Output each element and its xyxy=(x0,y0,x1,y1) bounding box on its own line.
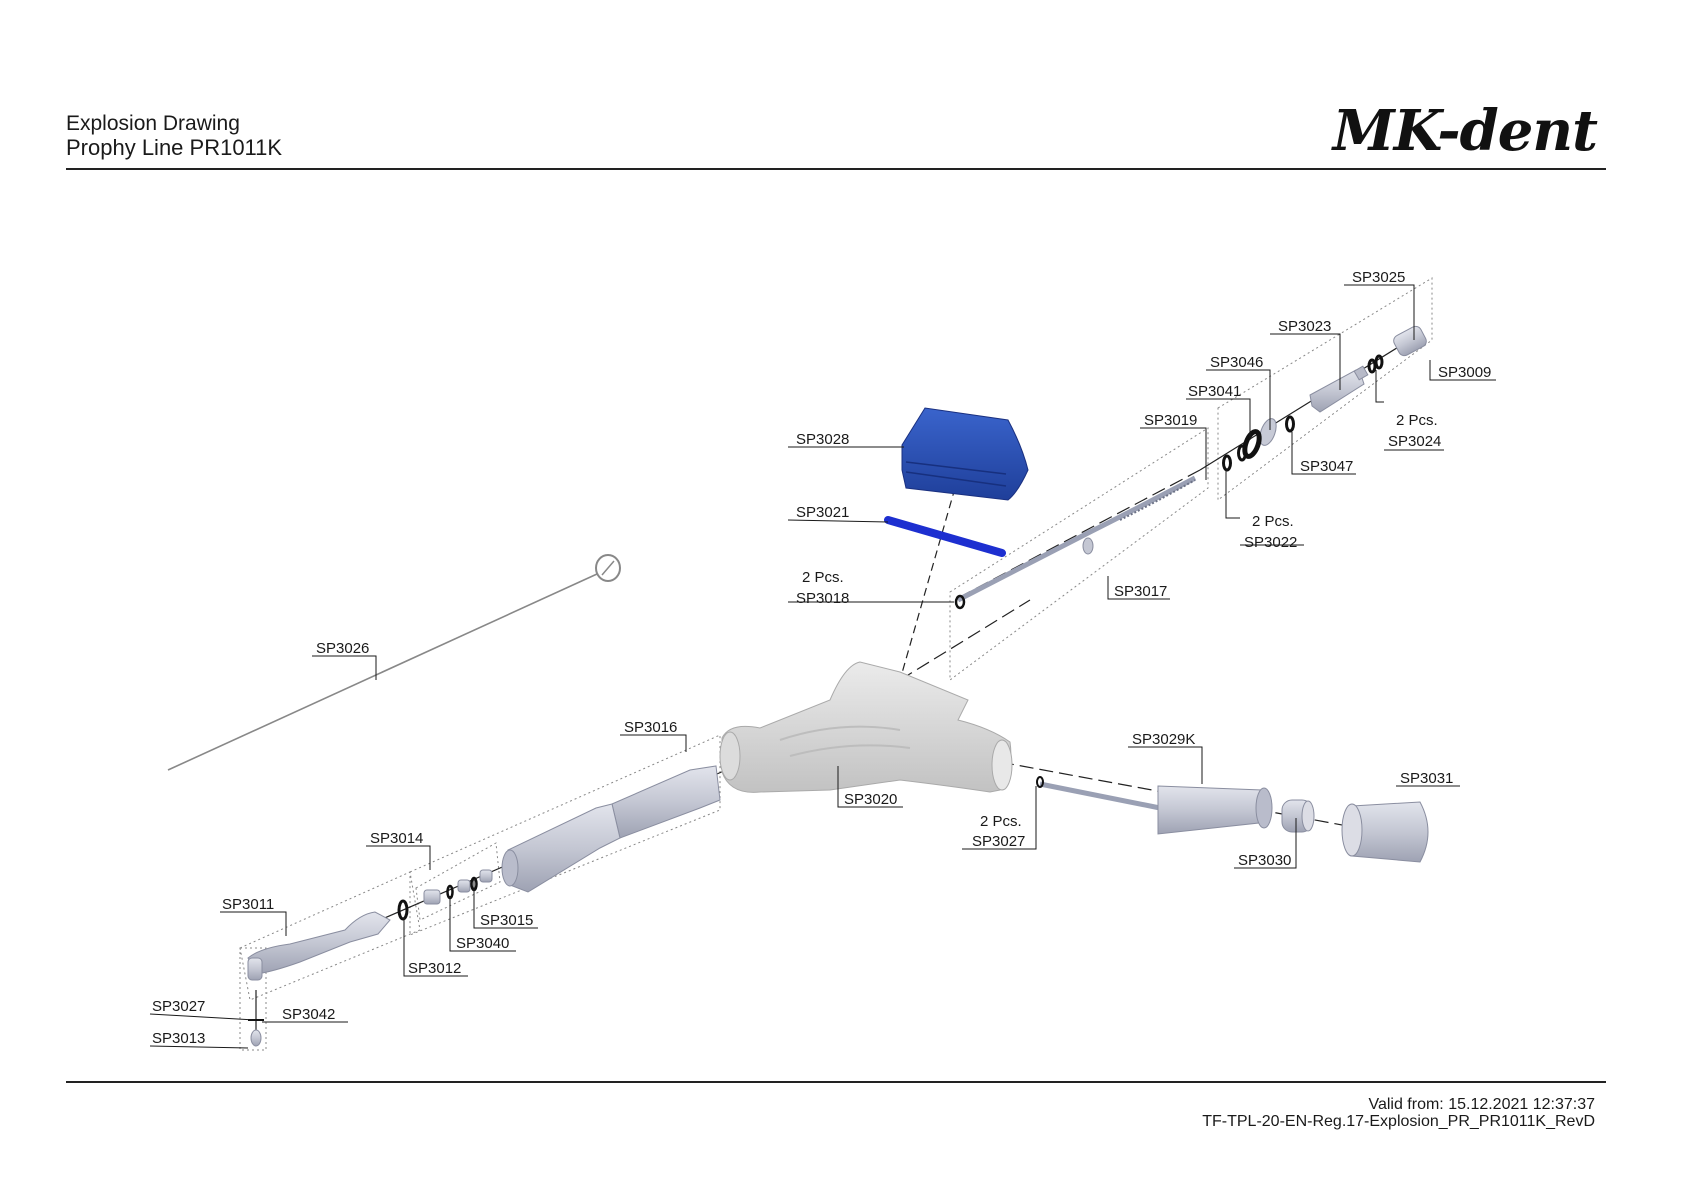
label-sp3047: SP3047 xyxy=(1300,458,1353,475)
part-sp3020-body xyxy=(719,661,1013,793)
label-sp3024: SP3024 xyxy=(1388,433,1441,450)
part-sp3028-cover xyxy=(901,407,1029,501)
label-sp3027: SP3027 xyxy=(972,833,1025,850)
label-sp3019: SP3019 xyxy=(1144,412,1197,429)
label-sp3015: SP3015 xyxy=(480,912,533,929)
drawing-type: Explosion Drawing xyxy=(66,112,240,135)
product-title: Prophy Line PR1011K xyxy=(66,135,283,160)
part-sp3016-handpiece xyxy=(501,765,721,893)
label-sp3026: SP3026 xyxy=(316,640,369,657)
label-sp3024-qty: 2 Pcs. xyxy=(1396,412,1438,429)
document-id: TF-TPL-20-EN-Reg.17-Explosion_PR_PR1011K… xyxy=(1202,1113,1595,1130)
part-sp3021-rod xyxy=(884,516,1006,557)
label-sp3016: SP3016 xyxy=(624,719,677,736)
label-sp3022: SP3022 xyxy=(1244,534,1297,551)
part-sp3047-oring xyxy=(1285,415,1295,433)
label-sp3046: SP3046 xyxy=(1210,354,1263,371)
part-sp3046-washer xyxy=(1259,418,1277,446)
part-sp3030 xyxy=(1281,799,1315,833)
part-sp3011-head xyxy=(247,911,391,981)
label-sp3022-qty: 2 Pcs. xyxy=(1252,513,1294,530)
leader-lines xyxy=(149,284,1496,1049)
axis-lines xyxy=(255,345,1401,1040)
part-sp3029k xyxy=(1039,781,1273,835)
part-sp3031-cap xyxy=(1341,801,1429,863)
label-sp3027-qty: 2 Pcs. xyxy=(980,813,1022,830)
label-sp3014: SP3014 xyxy=(370,830,423,847)
label-sp3013: SP3013 xyxy=(152,1030,205,1047)
label-sp3025: SP3025 xyxy=(1352,269,1405,286)
label-sp3041: SP3041 xyxy=(1188,383,1241,400)
label-sp3023: SP3023 xyxy=(1278,318,1331,335)
footer-rule xyxy=(66,1081,1606,1083)
part-labels: SP3025 SP3023 SP3009 SP3046 SP3041 SP301… xyxy=(152,269,1491,1047)
part-sp3041-ring xyxy=(1242,429,1262,459)
label-sp3029k: SP3029K xyxy=(1132,731,1195,748)
label-sp3030: SP3030 xyxy=(1238,852,1291,869)
label-sp3018-qty: 2 Pcs. xyxy=(802,569,844,586)
part-sp3027-right-ring xyxy=(1036,776,1044,788)
part-sp3026-wire xyxy=(167,554,621,771)
label-sp3040: SP3040 xyxy=(456,935,509,952)
part-sp3014-parts xyxy=(423,869,493,905)
label-sp3011: SP3011 xyxy=(222,896,274,913)
label-sp3027-left: SP3027 xyxy=(152,998,205,1015)
valid-from: Valid from: 15.12.2021 12:37:37 xyxy=(1368,1096,1595,1113)
label-sp3021: SP3021 xyxy=(796,504,849,521)
part-sp3012-oring xyxy=(397,899,409,921)
part-sp3024-orings xyxy=(1367,354,1384,374)
label-sp3042: SP3042 xyxy=(282,1006,335,1023)
label-sp3020: SP3020 xyxy=(844,791,897,808)
part-sp3017-tube xyxy=(956,475,1197,603)
assembly-guides xyxy=(239,277,1433,1051)
part-sp3018-ring xyxy=(954,594,966,610)
label-sp3012: SP3012 xyxy=(408,960,461,977)
part-sp3025-cap xyxy=(1393,325,1427,357)
label-sp3031: SP3031 xyxy=(1400,770,1453,787)
label-sp3028: SP3028 xyxy=(796,431,849,448)
label-sp3018: SP3018 xyxy=(796,590,849,607)
part-sp3022-orings xyxy=(1222,444,1247,472)
brand-logo: MK-dent xyxy=(1332,98,1598,164)
part-sp3023-nozzle xyxy=(1309,365,1369,413)
header-rule xyxy=(66,168,1606,170)
label-sp3009: SP3009 xyxy=(1438,364,1491,381)
label-sp3017: SP3017 xyxy=(1114,583,1167,600)
